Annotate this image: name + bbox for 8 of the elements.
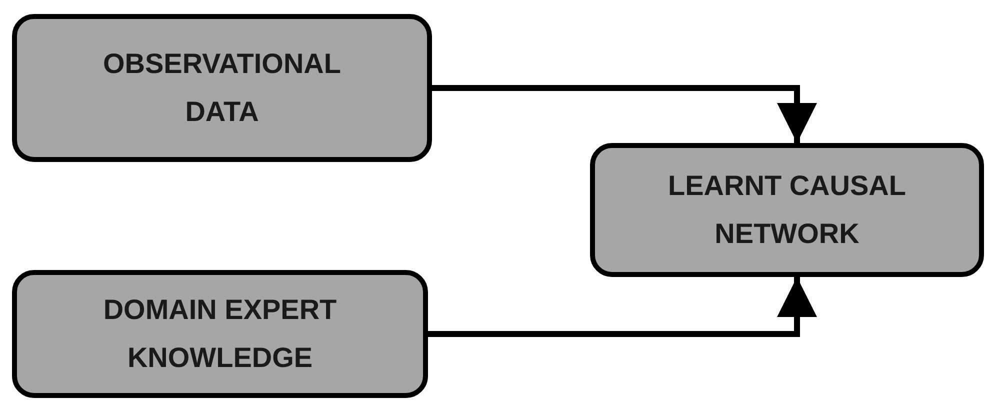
process-box [12,14,432,162]
process-box [590,143,984,277]
process-box [12,270,428,398]
box-label: LEARNT CAUSAL NETWORK [667,169,907,251]
arrow [428,277,817,337]
box-label: DOMAIN EXPERT KNOWLEDGE [102,293,338,375]
arrow [432,85,817,143]
box-label: OBSERVATIONAL DATA [102,47,342,129]
